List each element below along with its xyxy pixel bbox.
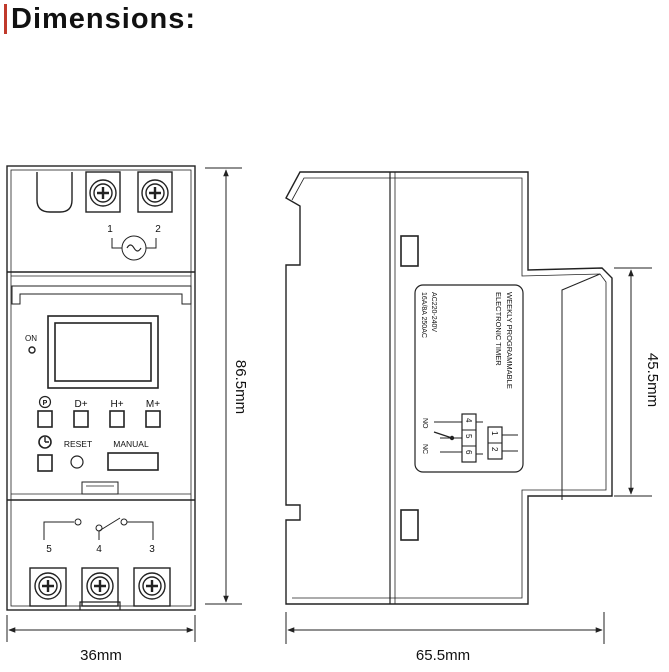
side-slot-top xyxy=(400,235,419,267)
front-clip xyxy=(81,481,119,495)
terminal-num-4: 4 xyxy=(464,418,473,423)
title-accent-bar xyxy=(4,4,7,34)
reset-label: RESET xyxy=(64,439,92,449)
nc-contact-label: NC xyxy=(421,444,428,454)
terminal-num-6: 6 xyxy=(464,450,473,455)
on-indicator-led xyxy=(28,346,36,354)
screw-terminal-bottom-4 xyxy=(81,567,119,607)
program-button xyxy=(37,410,53,428)
lcd-display-frame xyxy=(47,315,159,389)
manual-button xyxy=(107,452,159,471)
screw-terminal-bottom-3 xyxy=(133,567,171,607)
side-depth-dim-label: 65.5mm xyxy=(416,647,470,664)
contact-label-5: 5 xyxy=(46,544,52,555)
side-body-outline xyxy=(285,171,613,605)
hour-plus-label: H+ xyxy=(110,399,123,410)
front-dimension-lines xyxy=(6,167,242,642)
clock-icon xyxy=(38,435,52,449)
terminal-num-5: 5 xyxy=(464,434,473,439)
hour-plus-button xyxy=(109,410,125,428)
label-line-weekly: WEEKLY PROGRAMMABLE xyxy=(505,292,514,389)
side-dimension-lines xyxy=(285,267,652,644)
side-rail-edge xyxy=(561,273,601,500)
on-indicator-label: ON xyxy=(25,334,37,343)
contact-label-4: 4 xyxy=(96,544,102,555)
clock-button xyxy=(37,454,53,472)
lcd-display-screen xyxy=(54,322,152,382)
terminal-label-1: 1 xyxy=(107,224,113,235)
minute-plus-label: M+ xyxy=(146,399,160,410)
label-line-timer: ELECTRONIC TIMER xyxy=(494,292,503,366)
screw-terminal-top-1 xyxy=(85,171,121,213)
ac-wave-icon xyxy=(126,244,142,252)
contact-wire-3 xyxy=(127,521,154,540)
front-width-dim-label: 36mm xyxy=(80,647,122,664)
cover-hinge xyxy=(11,285,192,305)
minute-plus-button xyxy=(145,410,161,428)
side-slot-bottom xyxy=(400,509,419,541)
label-wires xyxy=(476,421,518,455)
label-line-rating: 16A/8A 250AC xyxy=(420,292,427,338)
terminal-num-2: 2 xyxy=(490,447,499,452)
ac-supply-icon xyxy=(121,235,147,261)
terminal-label-2: 2 xyxy=(155,224,161,235)
no-contact-label: NO xyxy=(421,418,428,429)
terminal-num-1: 1 xyxy=(490,431,499,436)
top-latch xyxy=(36,172,73,213)
side-height-dim-label: 45.5mm xyxy=(644,353,661,407)
relay-switch-arm xyxy=(433,431,453,439)
contact-wire-5 xyxy=(43,521,74,540)
reset-button xyxy=(70,455,84,469)
screw-terminal-top-2 xyxy=(137,171,173,213)
din-clip-bottom xyxy=(79,601,121,610)
manual-label: MANUAL xyxy=(113,439,149,449)
screw-terminal-bottom-5 xyxy=(29,567,67,607)
program-p-glyph: P xyxy=(43,400,48,407)
contact-label-3: 3 xyxy=(149,544,155,555)
relay-pivot xyxy=(449,435,455,441)
spec-label-panel xyxy=(414,284,524,473)
side-body-inner xyxy=(291,177,607,599)
program-p-icon xyxy=(38,395,52,409)
front-height-dim-label: 86.5mm xyxy=(232,360,249,414)
supply-wires xyxy=(111,238,157,249)
front-view xyxy=(6,165,196,611)
side-view xyxy=(285,171,613,605)
page-title: Dimensions: xyxy=(4,2,196,36)
title-text: Dimensions: xyxy=(11,2,197,35)
front-body-outline xyxy=(6,165,196,611)
label-line-voltage: AC220-240V xyxy=(430,292,437,332)
day-plus-label: D+ xyxy=(74,399,87,410)
day-plus-button xyxy=(73,410,89,428)
